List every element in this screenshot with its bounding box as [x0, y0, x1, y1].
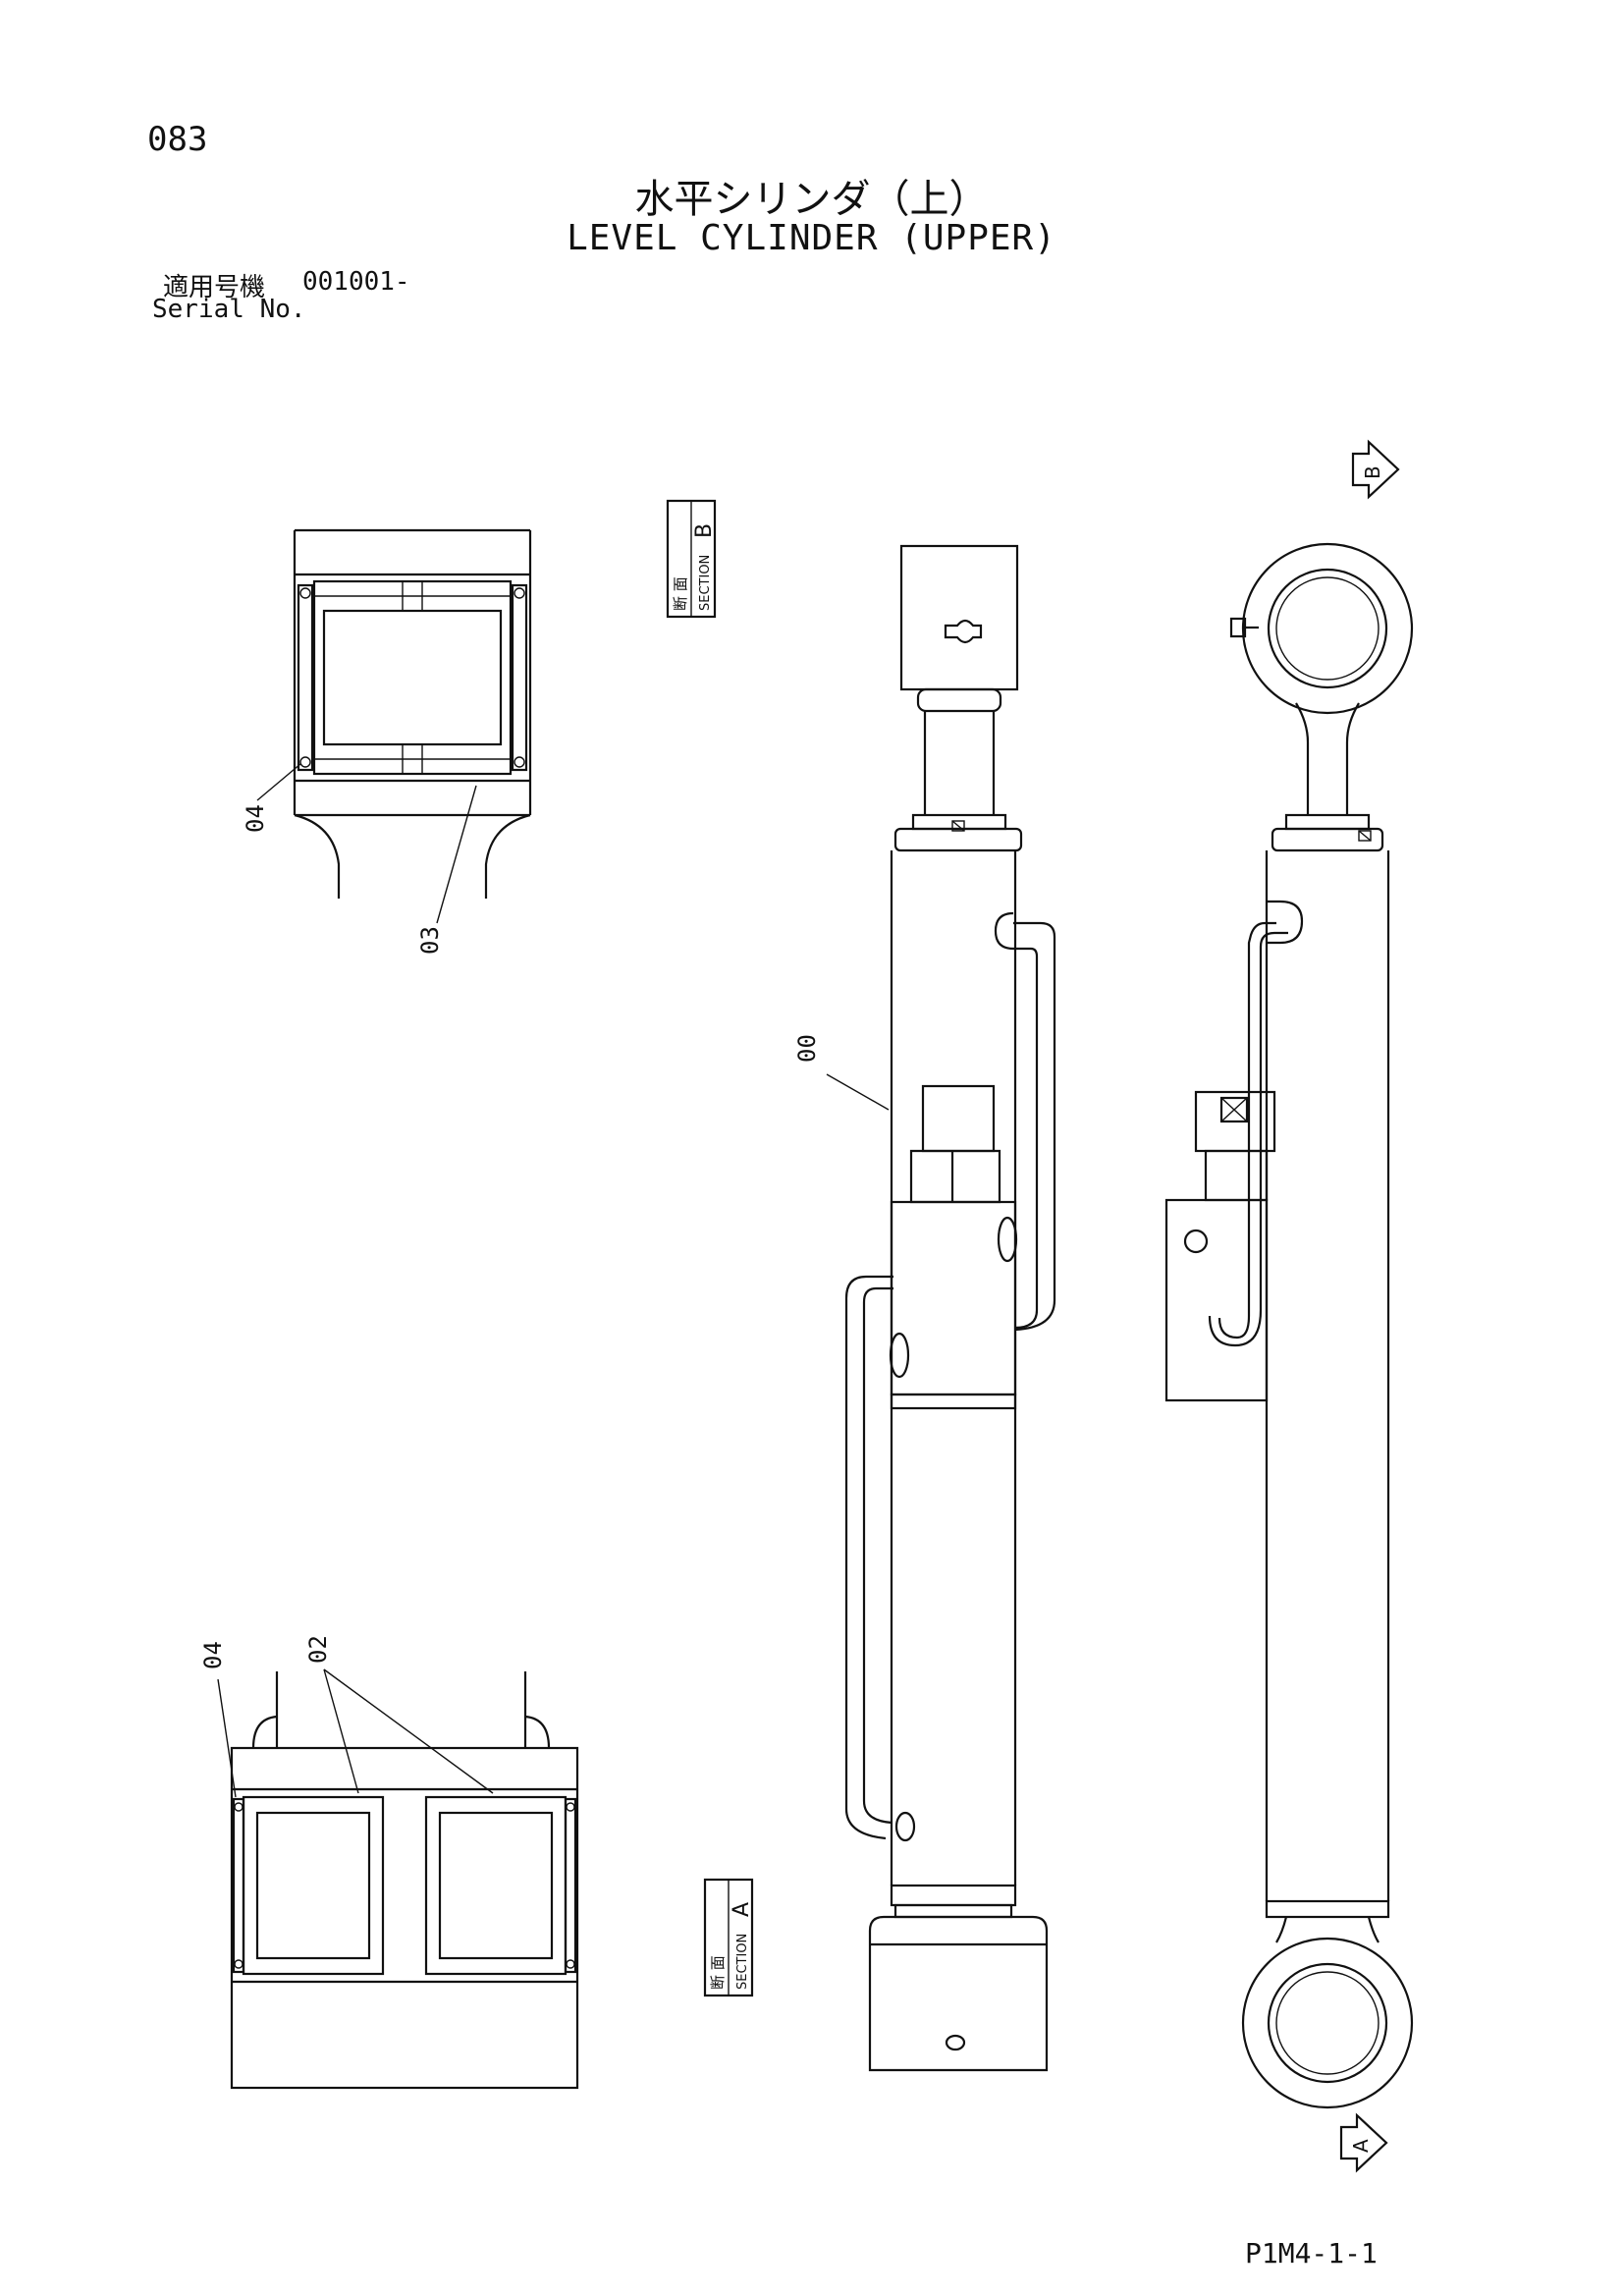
view-marker-b-letter: B — [1361, 465, 1384, 479]
section-a-detail — [217, 1668, 579, 2090]
section-b-label-en: SECTION — [698, 555, 713, 611]
callout-04-upper: 04 — [242, 804, 269, 833]
cylinder-side-view — [826, 544, 1056, 2072]
view-marker-a-letter: A — [1349, 2139, 1373, 2153]
section-a-letter: A — [730, 1902, 754, 1917]
title-japanese: 水平シリンダ（上） — [634, 177, 989, 222]
callout-04-lower: 04 — [199, 1641, 227, 1669]
section-a-label-en: SECTION — [735, 1934, 750, 1990]
page-number: 083 — [147, 120, 208, 159]
serial-label-japanese: 適用号機 — [163, 273, 266, 302]
callout-02: 02 — [304, 1635, 332, 1664]
section-b-label-ja: 断 面 — [672, 576, 689, 611]
view-marker-b: B — [1351, 439, 1400, 500]
callout-00: 00 — [793, 1034, 821, 1063]
section-a-tag: 断 面 SECTION A — [703, 1878, 754, 1997]
serial-label-english: Serial No. — [152, 295, 306, 324]
view-marker-a: A — [1339, 2112, 1388, 2173]
title-english: LEVEL CYLINDER (UPPER) — [567, 218, 1056, 258]
footer-code: P1M4-1-1 — [1245, 2237, 1378, 2269]
section-b-detail — [256, 528, 532, 924]
section-a-label-ja: 断 面 — [709, 1955, 727, 1990]
callout-03: 03 — [416, 926, 444, 955]
serial-value: 001001- — [302, 267, 410, 297]
section-b-tag: 断 面 SECTION B — [666, 499, 717, 619]
section-b-letter: B — [692, 523, 717, 538]
cylinder-front-view — [1164, 542, 1414, 2109]
